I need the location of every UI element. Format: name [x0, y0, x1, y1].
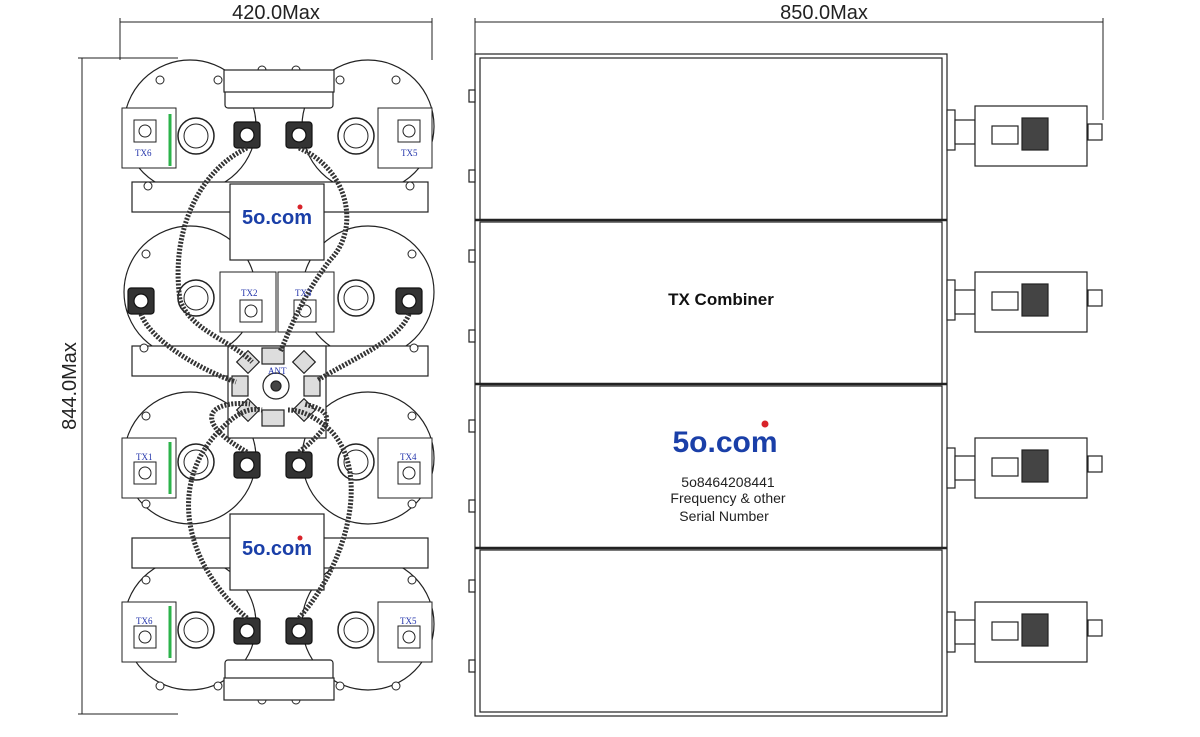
brand-logo-side: 5o.com [672, 426, 777, 459]
label-tx1: TX1 [136, 452, 153, 462]
info-frequency: Frequency & other [670, 490, 786, 506]
brand-plate-top [229, 183, 325, 261]
model-number: 5o8464208441 [681, 474, 775, 490]
info-serial: Serial Number [679, 508, 769, 524]
brand-dot-top [297, 204, 303, 210]
front-view [121, 59, 435, 705]
tuning-assembly-2 [946, 271, 1103, 333]
brand-logo-bottom: 5o.com [242, 538, 312, 560]
label-tx4: TX4 [400, 452, 417, 462]
width-dimension-right: 850.0Max [780, 2, 868, 24]
cavity-connectors [127, 121, 423, 645]
tuning-assembly-1 [946, 105, 1103, 167]
brand-dot-side [761, 420, 769, 428]
brand-plate-bottom [229, 513, 325, 591]
ant-hub [227, 345, 327, 439]
label-tx5-bottom: TX5 [400, 616, 417, 626]
width-dimension-left: 420.0Max [232, 2, 320, 24]
coax-cables [138, 145, 412, 620]
tx-port-blocks [121, 107, 433, 663]
label-tx6-bottom: TX6 [136, 616, 153, 626]
label-ant: ANT [268, 366, 287, 376]
dimension-lines [78, 18, 1104, 715]
module-3 [479, 385, 943, 549]
height-dimension: 844.0Max [59, 342, 81, 430]
label-tx6-top: TX6 [135, 148, 152, 158]
module-1 [479, 57, 943, 221]
label-tx5-top: TX5 [401, 148, 418, 158]
label-tx2: TX2 [241, 288, 258, 298]
module-2 [479, 221, 943, 385]
product-title: TX Combiner [668, 290, 774, 309]
tuning-assembly-4 [946, 601, 1103, 663]
brand-logo-top: 5o.com [242, 207, 312, 229]
module-4 [479, 549, 943, 713]
label-tx3: TX3 [295, 288, 312, 298]
brand-dot-bottom [297, 535, 303, 541]
tuning-assembly-3 [946, 437, 1103, 499]
side-view [468, 53, 1103, 717]
